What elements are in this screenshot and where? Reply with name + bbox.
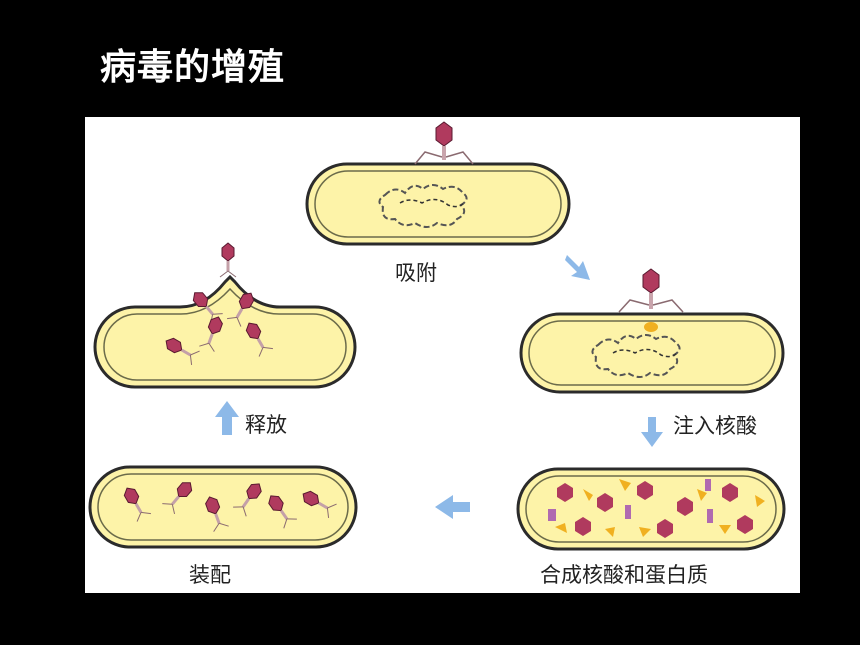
stage-label-inject: 注入核酸 bbox=[673, 414, 757, 438]
stage-label-release: 释放 bbox=[245, 413, 287, 437]
bacteriophage-lifecycle-diagram: 吸附 注入核酸 合成核酸和蛋白质 装配 释放 bbox=[85, 117, 800, 593]
protein-parts-icon bbox=[548, 479, 765, 538]
cell-release bbox=[93, 242, 357, 389]
phage-icon bbox=[618, 268, 684, 313]
lifecycle-svg bbox=[88, 121, 786, 551]
stage-label-synthesis: 合成核酸和蛋白质 bbox=[540, 563, 708, 587]
arrow-assembly-to-release bbox=[215, 401, 239, 435]
cell-inject bbox=[519, 268, 785, 394]
cell-synthesis bbox=[516, 467, 786, 551]
phage-icon bbox=[414, 121, 474, 165]
cell-adsorption bbox=[305, 121, 571, 246]
arrow-synthesis-to-assembly bbox=[435, 495, 470, 519]
arrow-inject-to-synthesis bbox=[641, 417, 663, 447]
slide-title: 病毒的增殖 bbox=[100, 47, 286, 88]
arrow-adsorption-to-inject bbox=[565, 255, 590, 280]
stage-label-assembly: 装配 bbox=[189, 563, 231, 587]
cell-assembly bbox=[88, 465, 358, 549]
stage-label-adsorption: 吸附 bbox=[395, 261, 437, 285]
